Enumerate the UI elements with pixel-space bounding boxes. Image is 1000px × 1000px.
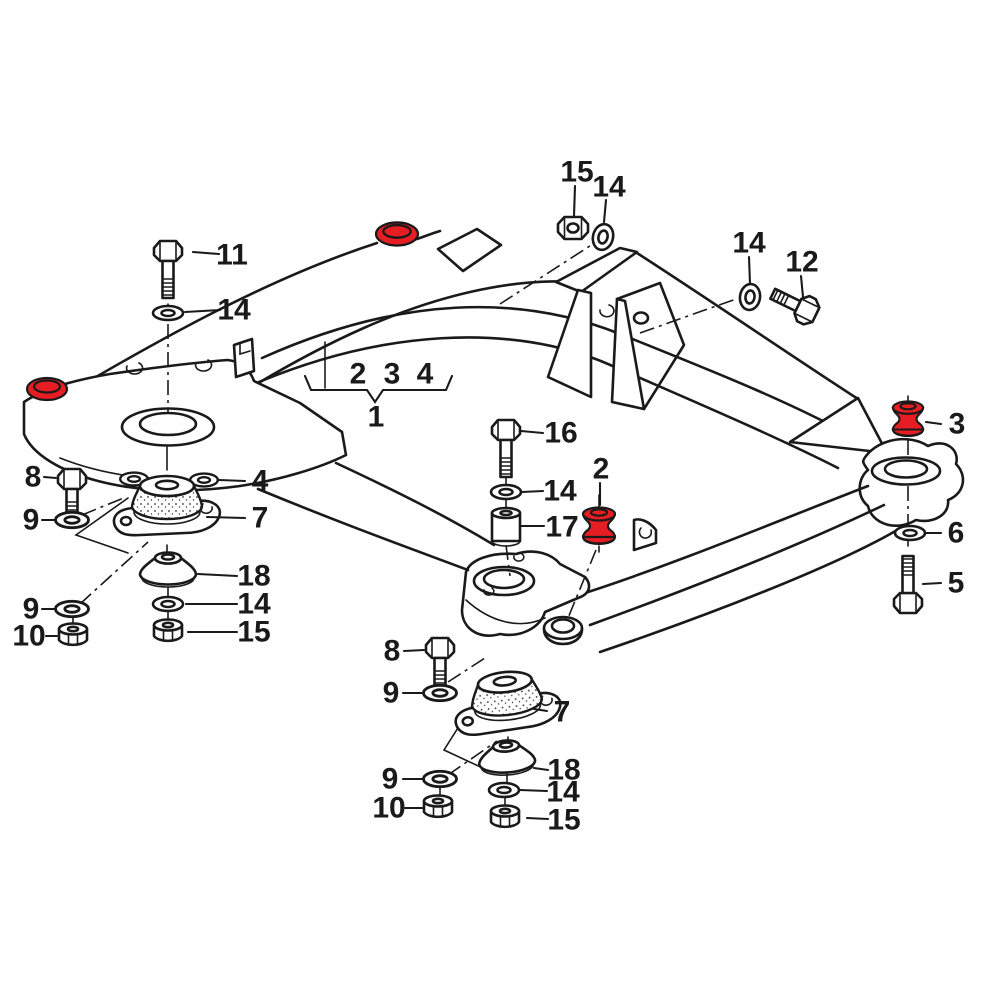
assembly-label: 1 — [368, 401, 385, 434]
leader-lines — [40, 184, 943, 821]
bolt-8-center — [424, 636, 456, 688]
callout-label: 15 — [560, 156, 593, 189]
callout-label: 9 — [23, 504, 40, 537]
washer-14-topright — [736, 281, 764, 313]
callout-label: 9 — [382, 763, 399, 796]
mount-seat-left-highlight — [25, 376, 69, 402]
callout-label: 10 — [12, 620, 45, 653]
washer-9-left-upper — [54, 510, 90, 530]
callout-label: 14 — [217, 294, 251, 327]
bushing-3-highlight — [891, 400, 925, 438]
callout-label: 14 — [543, 475, 577, 508]
bolt-5 — [892, 554, 924, 615]
callout-label: 11 — [216, 239, 248, 272]
rubber-mount-7-center — [449, 665, 564, 738]
callout-label: 14 — [237, 588, 271, 621]
washer-9-left-lower — [54, 599, 90, 619]
nut-10-center — [422, 794, 454, 819]
callout-label: 8 — [25, 461, 42, 494]
callout-label: 7 — [554, 696, 571, 729]
nut-15-bottomcenter — [489, 804, 521, 829]
bolt-11 — [152, 239, 184, 300]
spacer-17 — [490, 506, 522, 548]
callout-label: 9 — [383, 677, 400, 710]
callout-label: 5 — [948, 567, 965, 600]
bracket-member-label: 3 — [384, 358, 401, 391]
callout-label: 12 — [785, 246, 818, 279]
callout-label: 15 — [547, 804, 580, 837]
group-bracket — [303, 374, 454, 404]
callout-label: 14 — [732, 227, 766, 260]
mount-seat-top-highlight — [374, 221, 420, 247]
callout-label: 9 — [23, 593, 40, 626]
washer-14-bottomcenter — [487, 781, 521, 799]
callout-label: 18 — [547, 754, 580, 787]
bolt-8-left — [56, 467, 88, 519]
callout-label: 10 — [372, 792, 405, 825]
bushing-2-highlight — [581, 506, 617, 546]
washer-9-center-upper — [422, 683, 458, 703]
washer-6 — [893, 524, 927, 542]
callout-label: 17 — [545, 511, 578, 544]
nut-10-left — [57, 622, 89, 647]
callout-label: 16 — [544, 417, 577, 450]
washer-14-center — [489, 483, 523, 501]
callout-label: 6 — [948, 517, 965, 550]
callout-label: 18 — [237, 560, 270, 593]
callout-labels: 11 14 15 14 14 12 3 6 5 16 14 17 2 8 9 7… — [12, 156, 965, 837]
callout-label: 14 — [546, 776, 580, 809]
nut-15-bottomleft — [152, 618, 184, 643]
callout-label: 2 — [593, 453, 610, 486]
callout-label: 3 — [949, 408, 966, 441]
callout-label: 7 — [252, 502, 269, 535]
callout-label: 4 — [252, 465, 269, 498]
callout-label: 14 — [592, 171, 626, 204]
washer-14-topcenter — [588, 220, 618, 254]
washer-14-topleft — [151, 304, 185, 322]
rubber-buffer-18-center — [476, 737, 538, 779]
subframe-crossmember-outline — [22, 227, 965, 654]
washer-14-bottomleft — [151, 595, 185, 613]
bolt-16 — [490, 418, 522, 479]
nut-15-top — [556, 215, 590, 241]
bracket-member-label: 2 — [350, 358, 367, 391]
washer-9-center-lower — [422, 769, 458, 789]
callout-label: 8 — [384, 635, 401, 668]
callout-label: 15 — [237, 616, 270, 649]
bolt-12 — [765, 279, 824, 329]
bracket-member-label: 4 — [417, 358, 434, 391]
rubber-buffer-18-left — [138, 551, 198, 589]
